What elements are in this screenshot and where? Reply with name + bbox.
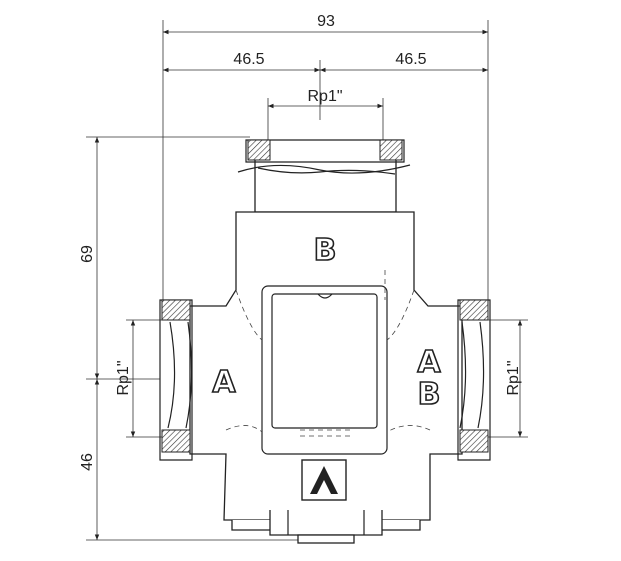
dimension-half-widths: 46.5 46.5 [163, 51, 488, 120]
dimension-right-thread: Rp1" [486, 319, 528, 438]
manufacturer-logo: A [301, 459, 347, 501]
port-label-right-lower: B [418, 377, 441, 412]
port-label-top: B [314, 233, 337, 268]
dimension-label-top-thread: Rp1" [307, 88, 342, 105]
dimension-vertical-left: 69 46 [79, 136, 310, 541]
dimension-label-right-thread: Rp1" [505, 360, 522, 395]
port-label-right-upper: A [417, 345, 441, 380]
dimension-label-46: 46 [79, 453, 96, 471]
dimension-label-right-half: 46.5 [395, 51, 426, 68]
dimension-label-left-half: 46.5 [233, 51, 264, 68]
dimension-label-left-thread: Rp1" [115, 360, 132, 395]
dimension-overall-width: 93 [162, 13, 489, 300]
dimension-label-69: 69 [79, 245, 96, 263]
port-label-left: A [212, 365, 236, 400]
valve-body [159, 139, 491, 544]
dimension-left-thread: Rp1" [115, 319, 165, 438]
dimension-top-thread: Rp1" [267, 88, 384, 140]
dimension-label-93: 93 [317, 13, 335, 30]
